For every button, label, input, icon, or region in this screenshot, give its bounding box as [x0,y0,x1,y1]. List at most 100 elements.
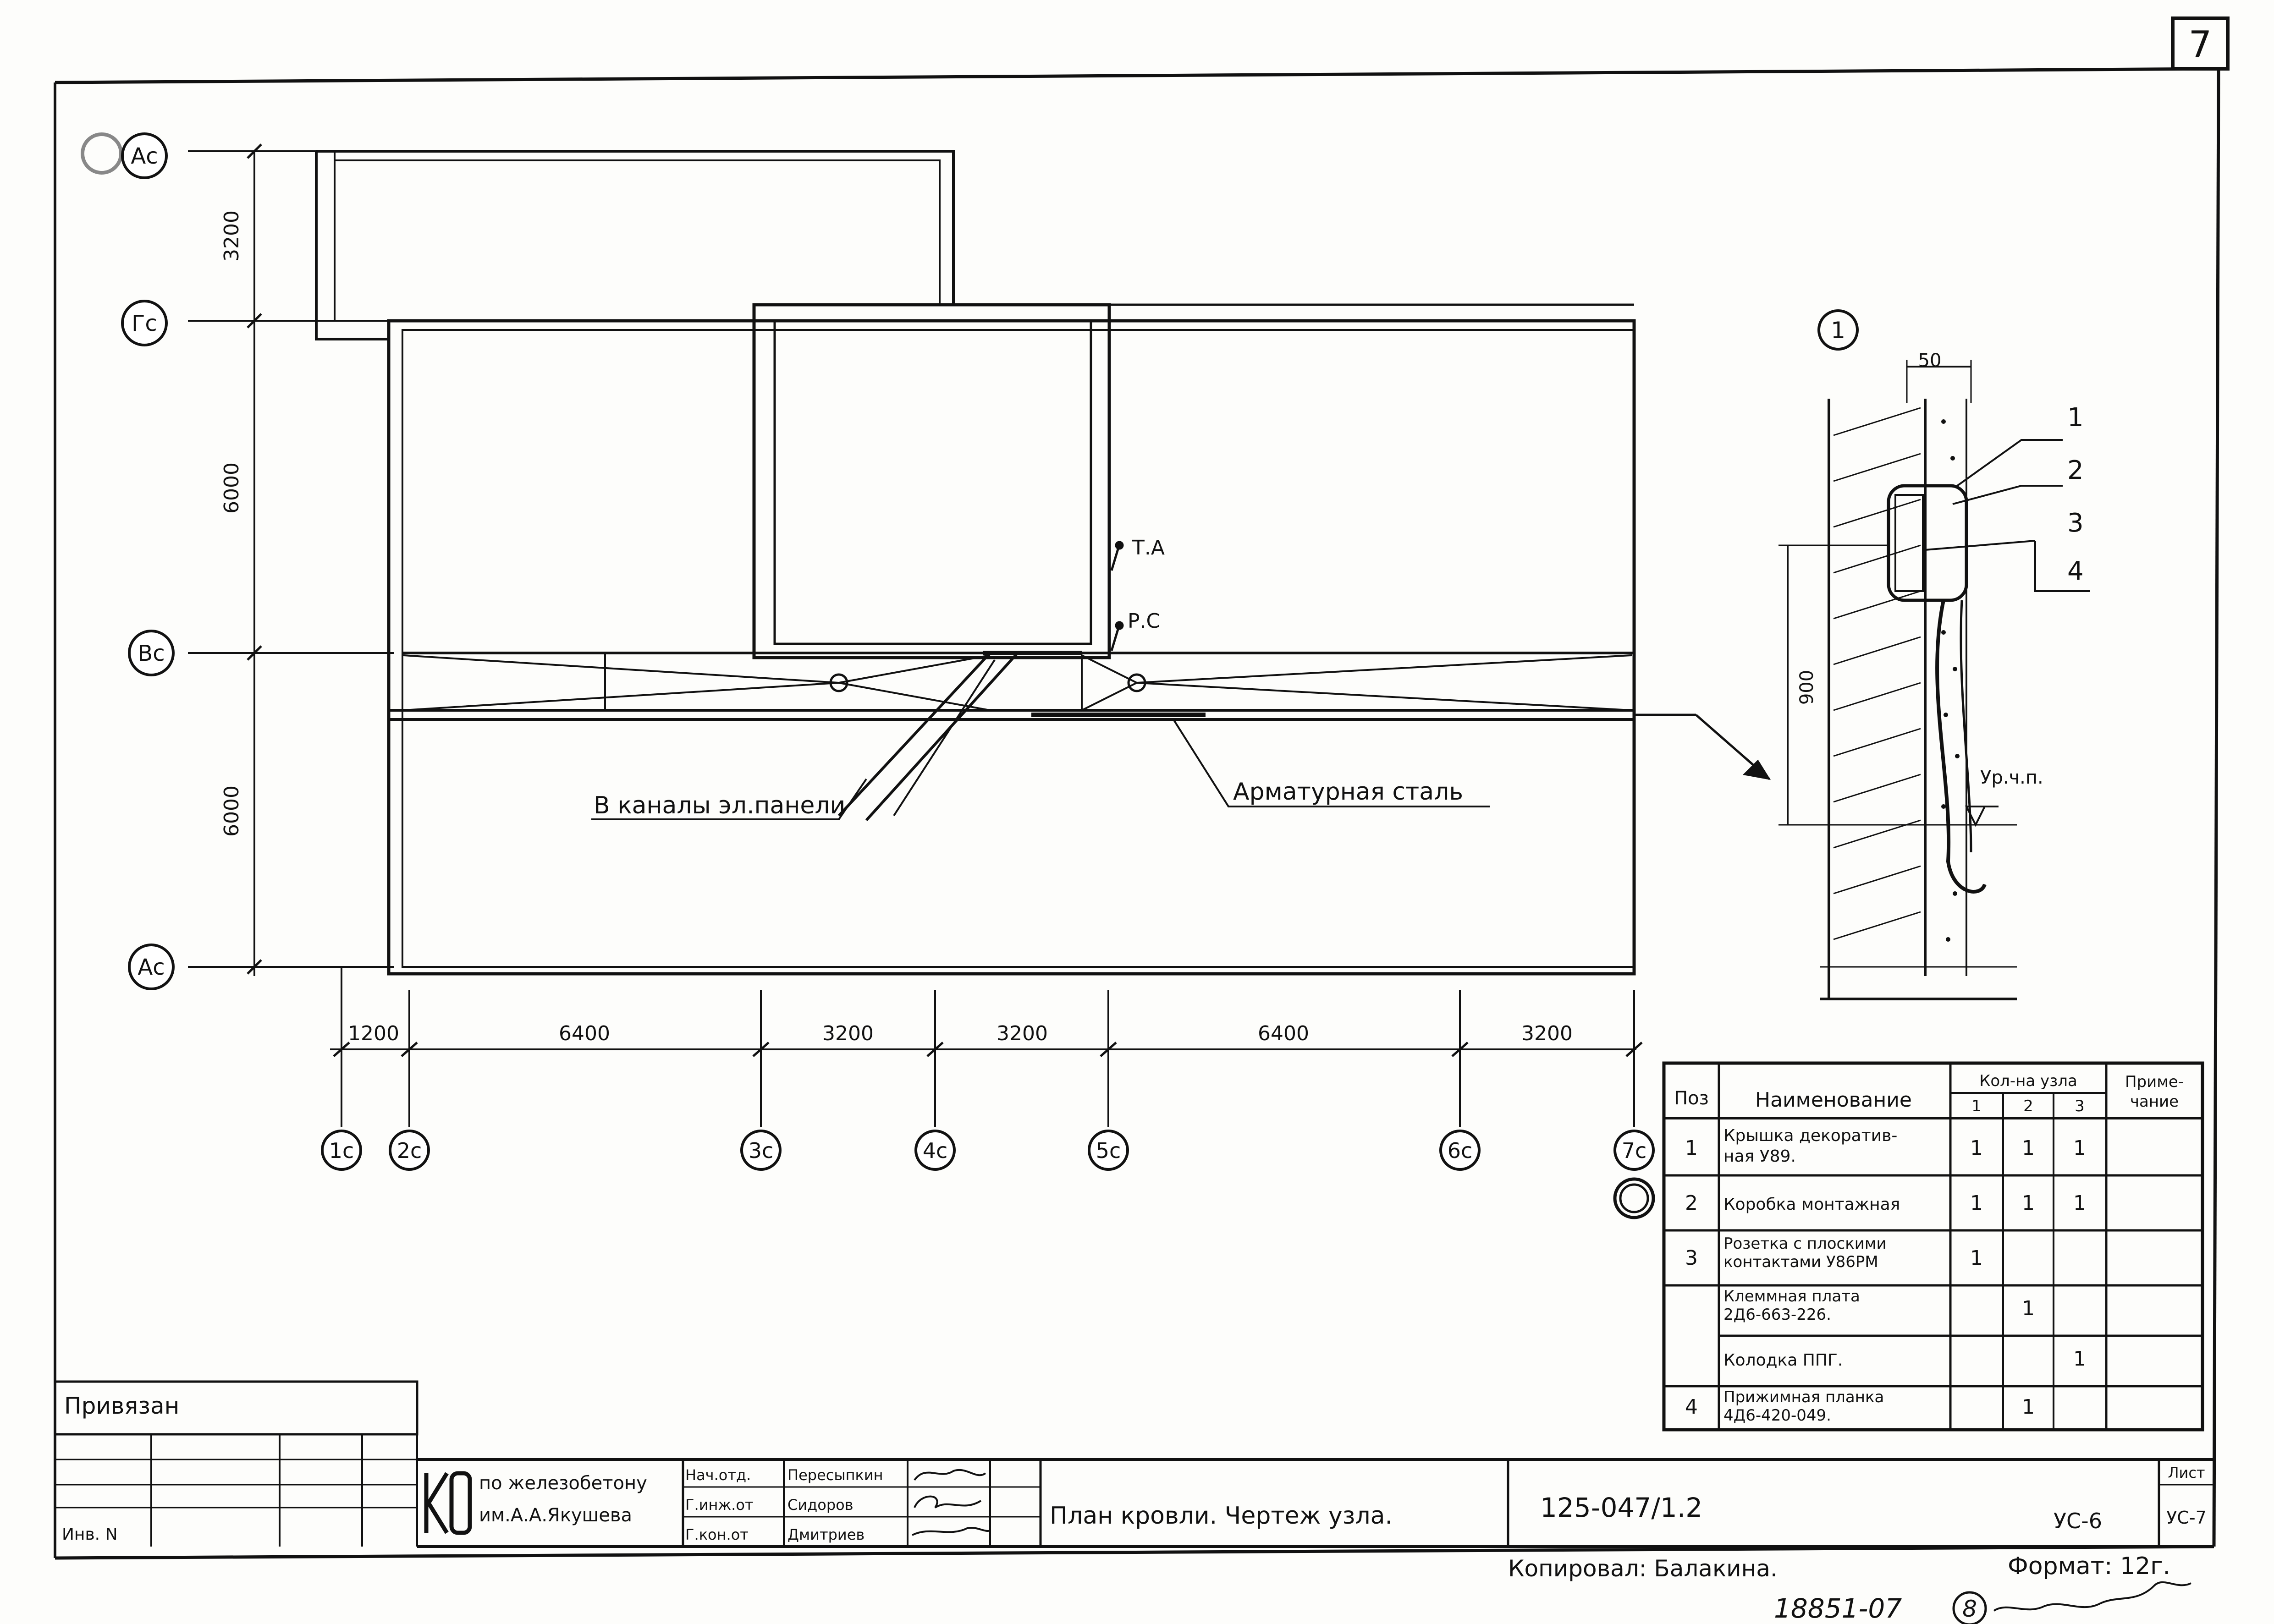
footer-signature [1993,1581,2191,1612]
dimension-col-3-4: 3200 [822,1022,874,1045]
table-row-2-name-a: Коробка монтажная [1723,1195,1900,1214]
table-row-5-name-a: Колодка ППГ. [1723,1351,1843,1370]
dimension-col-6-7: 3200 [1521,1022,1573,1045]
sheet-designation: УС-7 [2166,1508,2207,1528]
binding-block: Привязан Инв. N [54,1380,418,1547]
table-row-4-q2: 1 [2022,1297,2035,1320]
label-panel-channels: В каналы эл.панели [594,792,845,819]
dimension-col-1-2: 1200 [348,1022,399,1045]
table-row-6-pos: 4 [1685,1395,1698,1419]
table-row-4-name-b: 2Д6-663-226. [1723,1306,1831,1324]
label-rs: Р.С [1128,609,1160,633]
detail-floor-level: Ур.ч.п. [1980,767,2043,788]
table-row-2-q1: 1 [1970,1191,1983,1215]
table-header-qty: Кол-на узла [1979,1072,2077,1090]
detail-callout-2: 2 [2067,455,2084,485]
dimension-ticks [247,143,1643,1057]
dimension-col-4-5: 3200 [997,1022,1048,1045]
name-1: Пересыпкин [787,1466,883,1484]
sheet-frame [54,67,2220,1560]
binding-label: Привязан [64,1393,179,1419]
axis-row-a-bottom: Ас [138,955,165,980]
detail-node: 1 [1778,309,2090,1000]
name-3: Дмитриев [787,1526,864,1543]
dimension-row-ag: 3200 [220,210,243,262]
copied-by: Копировал: Балакина. [1508,1555,1778,1582]
axis-col-5: 5с [1096,1138,1121,1163]
sheet-code: УС-6 [2054,1509,2102,1533]
copy-number: 8 [1962,1596,1977,1622]
table-row-4-name-a: Клеммная плата [1723,1287,1860,1306]
dimension-col-2-3: 6400 [559,1022,610,1045]
table-row-1-name-b: ная У89. [1723,1147,1796,1166]
table-header-note-1: Приме- [2125,1073,2184,1091]
role-3: Г.кон.от [685,1526,749,1543]
organization-line-1: по железобетону [479,1473,647,1494]
table-row-6-q2: 1 [2022,1395,2035,1419]
axis-row-a-top: Ас [131,143,158,169]
copy-number-marker [1952,1591,1987,1624]
axis-col-2: 2с [397,1138,422,1163]
table-row-6-name-a: Прижимная планка [1723,1388,1884,1406]
table-row-2-q3: 1 [2073,1191,2086,1215]
detail-dim-900: 900 [1796,670,1817,705]
table-row-3-name-a: Розетка с плоскими [1723,1234,1887,1253]
detail-callout-3: 3 [2067,508,2084,538]
table-row-3-pos: 3 [1685,1246,1698,1270]
detail-number: 1 [1831,317,1845,344]
table-row-1-pos: 1 [1685,1136,1698,1160]
table-row-3-name-b: контактами У86РМ [1723,1253,1878,1271]
axis-markers-columns: 1с 2с 3с 4с 5с 6с 7с [321,1130,1655,1219]
table-row-2-q2: 1 [2022,1191,2035,1215]
footer: Копировал: Балакина. Формат: 12г. 18851-… [1508,1553,2191,1624]
table-header-note-2: чание [2130,1092,2179,1111]
inventory-label: Инв. N [62,1525,118,1544]
table-header-name: Наименование [1755,1088,1912,1112]
archive-number: 18851-07 [1774,1593,1902,1624]
axis-col-6: 6с [1448,1138,1473,1163]
table-row-6-name-b: 4Д6-420-049. [1723,1406,1831,1425]
axis-col-4: 4с [923,1138,948,1163]
table-header-pos: Поз [1674,1088,1709,1109]
table-row-1-name-a: Крышка декоратив- [1723,1126,1897,1145]
table-row-1-q2: 1 [2022,1136,2035,1160]
table-header-node-2: 2 [2023,1097,2033,1115]
table-row-1-q3: 1 [2073,1136,2086,1160]
detail-callout-4: 4 [2067,556,2084,586]
table-row-2-pos: 2 [1685,1191,1698,1215]
dimension-row-gv: 6000 [220,462,243,514]
drawing-title: План кровли. Чертеж узла. [1050,1502,1393,1530]
axis-row-g: Гс [132,311,157,336]
role-2: Г.инж.от [685,1496,754,1514]
table-header-node-3: 3 [2075,1097,2085,1115]
dimension-col-5-6: 6400 [1258,1022,1309,1045]
grid-lines [188,150,1636,1127]
table-row-3-q1: 1 [1970,1246,1983,1270]
detail-dim-50: 50 [1918,350,1942,371]
title-block: по железобетону им.А.А.Якушева Нач.отд. … [417,1458,2214,1548]
detail-callout-1: 1 [2067,403,2084,433]
label-reinforcing-steel: Арматурная сталь [1233,778,1463,806]
roof-plan [315,150,1771,976]
dimension-row-va: 6000 [220,785,243,837]
sheet-number: 7 [2189,23,2212,66]
table-header-node-1: 1 [1971,1097,1982,1115]
axis-row-v: Вс [138,641,165,666]
table-row-5-q3: 1 [2073,1347,2086,1371]
signatures [912,1469,991,1536]
table-row-1-q1: 1 [1970,1136,1983,1160]
specification-table: Поз Наименование Кол-на узла 1 2 3 Приме… [1662,1061,2204,1432]
axis-markers-rows: Ас Гс Вс Ас [81,132,175,990]
sheet-label: Лист [2168,1464,2205,1481]
axis-col-3: 3с [749,1138,774,1163]
label-ta: Т.А [1132,536,1165,560]
format-label: Формат: 12г. [2008,1553,2170,1580]
axis-col-7: 7с [1622,1138,1647,1163]
axis-col-1: 1с [329,1138,354,1163]
name-2: Сидоров [787,1496,853,1514]
organization-line-2: им.А.А.Якушева [479,1505,632,1526]
sheet-number-box: 7 [2171,16,2230,71]
role-1: Нач.отд. [685,1466,751,1484]
